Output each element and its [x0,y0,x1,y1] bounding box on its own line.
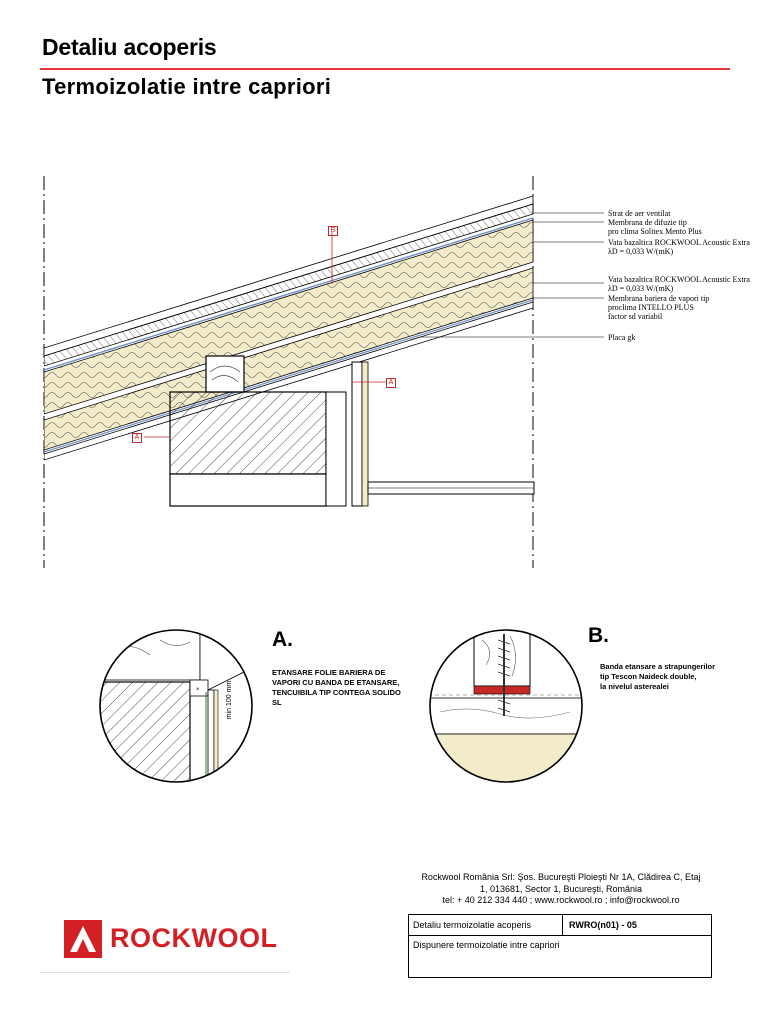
address-line-1: Rockwool România Srl: Şos. Bucureşti Plo… [421,872,701,882]
label-membrane-type: Membrana de difuzie tip [608,218,687,227]
address-line-3: tel: + 40 212 334 440 ; www.rockwool.ro … [442,895,680,905]
logo-mark-icon [64,920,102,958]
label-sd-factor: factor sd variabil [608,312,663,321]
title-block-code: RWRO(n01) - 05 [563,915,711,936]
page-title: Detaliu acoperis [42,34,217,60]
label-lambda-upper: λD = 0,033 W/(mK) [608,247,674,256]
detail-b-note-3: la nivelul asterealei [600,682,669,691]
label-vapour-product: proclima INTELLO PLUS [608,303,694,312]
rafter [205,355,245,393]
detail-a-note-3: TENCUIBILA TIP CONTEGA SOLIDO [272,688,401,697]
rockwool-logo: ROCKWOOL [64,920,278,958]
title-block-drawing-name: Detaliu termoizolatie acoperis [409,915,563,936]
company-address: Rockwool România Srl: Şos. Bucureşti Plo… [396,872,726,907]
label-vapour-barrier: Membrana bariera de vapori tip [608,294,710,303]
detail-b-note-1: Banda etansare a strapungerilor [600,662,716,671]
logo-text: ROCKWOOL [110,923,278,953]
detail-a-dimension: min 100 mm [226,680,233,720]
title-block-description: Dispunere termoizolatie intre capriori [413,940,560,950]
detail-a-title: A. [272,628,293,651]
title-block-table: Detaliu termoizolatie acoperis RWRO(n01)… [408,914,712,978]
label-plasterboard: Placa gk [608,333,636,342]
label-air-gap: Strat de aer ventilat [608,209,671,218]
detail-b-drawing [430,630,582,782]
detail-a-note-2: VAPORI CU BANDA DE ETANSARE, [272,678,400,687]
marker-a-left: A [132,433,142,443]
title-divider [40,68,730,70]
label-insulation-upper: Vata bazaltica ROCKWOOL Acoustic Extra [608,238,750,247]
marker-b: B [328,226,338,236]
label-insulation-lower: Vata bazaltica ROCKWOOL Acoustic Extra [608,275,750,284]
label-membrane-product: pro clima Solitex Mento Plus [608,227,702,236]
detail-a-note-1: ETANSARE FOLIE BARIERA DE [272,668,386,677]
masonry-wall [169,391,327,475]
detail-b-circle [429,629,583,783]
detail-a-circle [99,629,253,783]
detail-b-note-2: tip Tescon Naideck double, [600,672,697,681]
detail-b-title: B. [588,624,609,647]
marker-a-right: A [386,378,396,388]
address-line-2: 1, 013681, Sector 1, Bucureşti, România [479,883,643,894]
page-subtitle: Termoizolatie intre capriori [42,74,332,99]
svg-text:×: × [196,687,200,693]
label-lambda-lower: λD = 0,033 W/(mK) [608,284,674,293]
logo-divider [40,972,290,973]
detail-a-drawing: × [100,630,252,782]
detail-a-note-4: SL [272,698,282,707]
